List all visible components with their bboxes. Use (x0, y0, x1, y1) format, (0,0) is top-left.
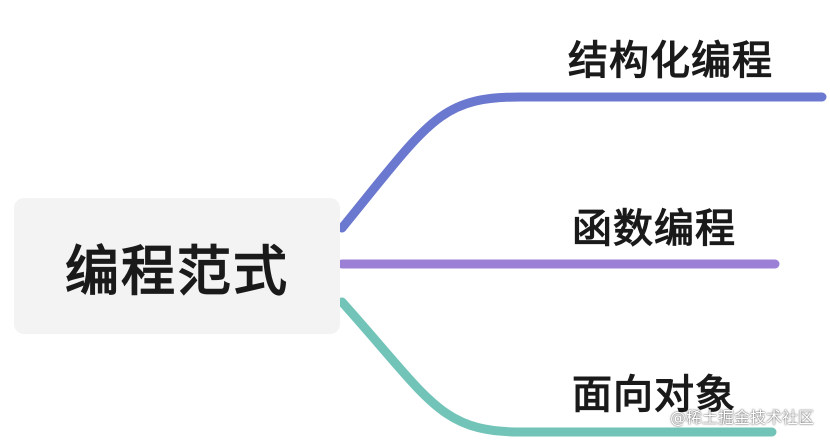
root-node[interactable]: 编程范式 (14, 198, 340, 334)
root-label: 编程范式 (65, 239, 289, 303)
branch-label-functional[interactable]: 函数编程 (572, 206, 736, 252)
watermark: @稀土掘金技术社区 (669, 408, 814, 427)
branch-label-structured[interactable]: 结构化编程 (568, 38, 773, 84)
connector-line-structured (337, 92, 827, 233)
connector-line-oop (337, 297, 777, 437)
branch-label-oop[interactable]: 面向对象 (572, 372, 736, 418)
